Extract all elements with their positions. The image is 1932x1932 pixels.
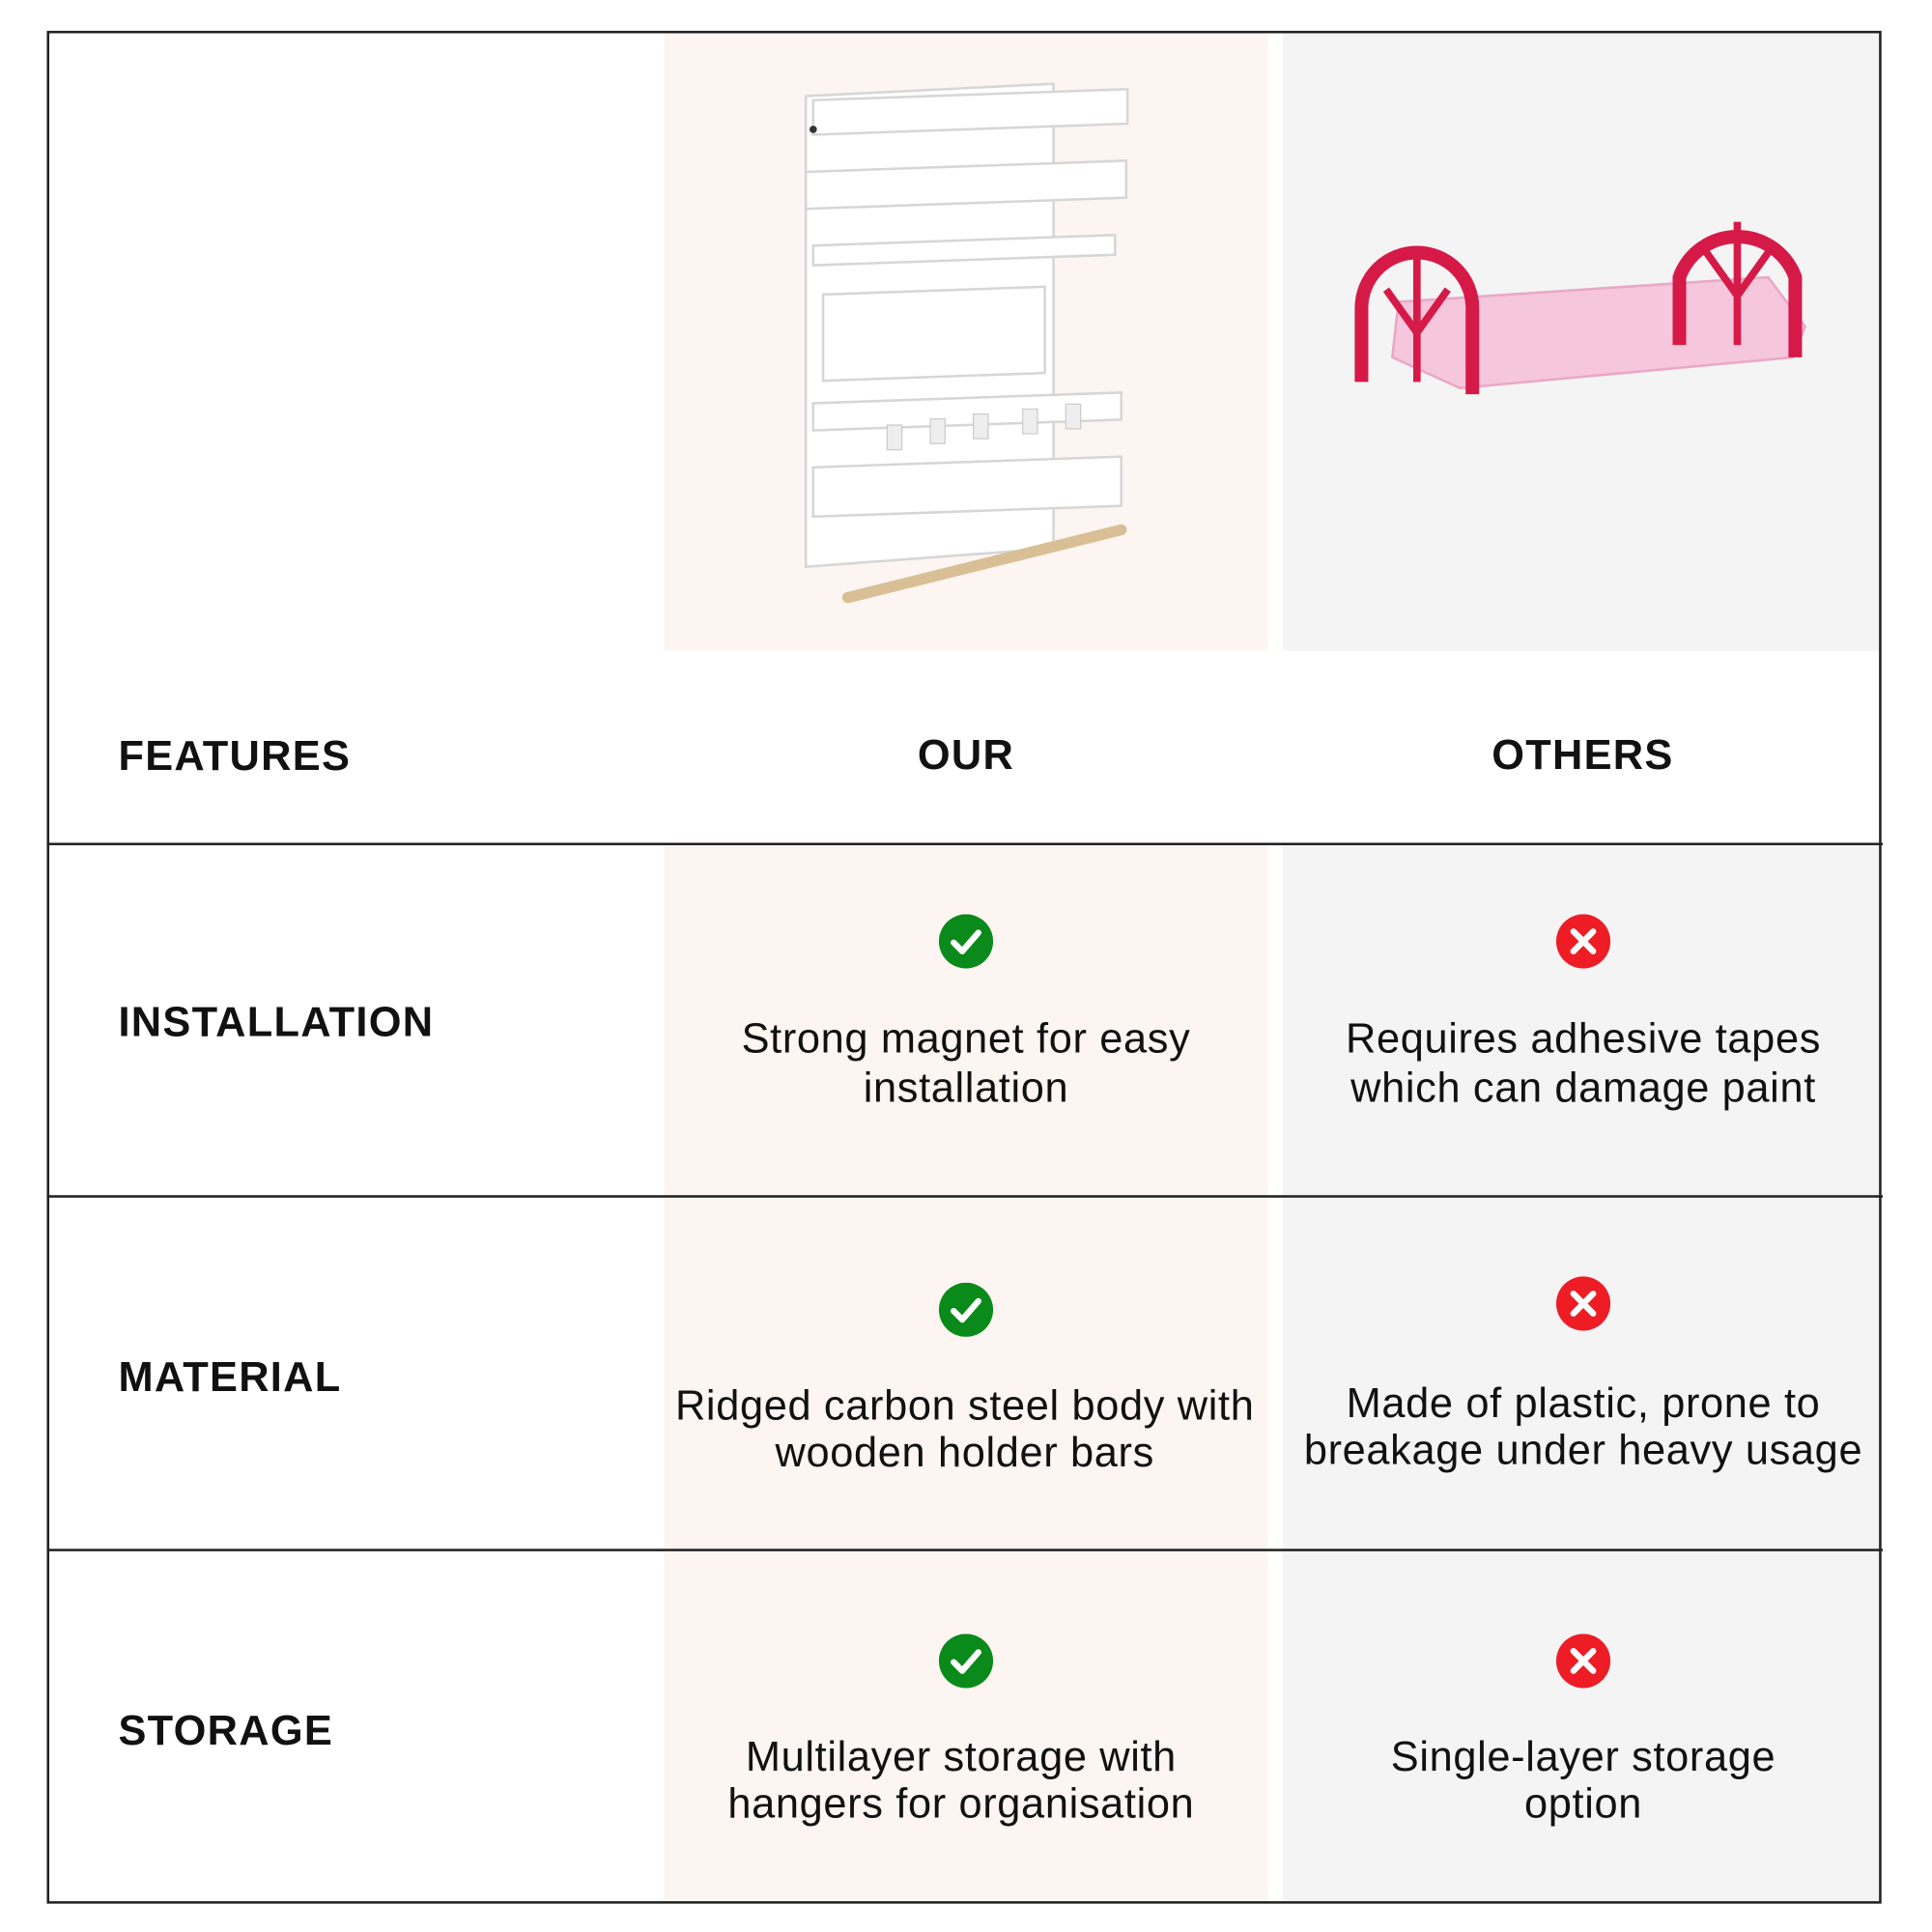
features-header: FEATURES	[118, 732, 352, 781]
others-column-body-bg	[1282, 844, 1882, 1904]
feature-installation: INSTALLATION	[118, 999, 435, 1046]
cross-icon	[1555, 1634, 1611, 1689]
row-divider	[46, 842, 1883, 845]
our-material-text: Ridged carbon steel body with wooden hol…	[674, 1382, 1255, 1477]
our-storage-text: Multilayer storage with hangers for orga…	[727, 1733, 1195, 1828]
others-material-text: Made of plastic, prone to breakage under…	[1303, 1379, 1863, 1474]
table-border	[46, 30, 1882, 1904]
row-divider	[46, 1195, 1883, 1198]
our-installation-text: Strong magnet for easy installation	[741, 1015, 1191, 1112]
our-product-image	[804, 82, 1129, 604]
feature-storage: STORAGE	[118, 1707, 334, 1755]
cross-icon	[1555, 914, 1611, 969]
our-header: OUR	[917, 731, 1015, 780]
check-icon	[938, 1282, 994, 1337]
cross-icon	[1555, 1276, 1611, 1331]
row-divider	[46, 1548, 1883, 1551]
others-installation-text: Requires adhesive tapes which can damage…	[1346, 1015, 1822, 1112]
feature-material: MATERIAL	[118, 1353, 342, 1402]
others-storage-text: Single-layer storage option	[1390, 1733, 1776, 1828]
others-header: OTHERS	[1492, 731, 1674, 780]
our-column-body-bg	[664, 844, 1268, 1904]
others-product-image	[1354, 221, 1807, 395]
check-icon	[938, 914, 994, 969]
check-icon	[938, 1634, 994, 1689]
